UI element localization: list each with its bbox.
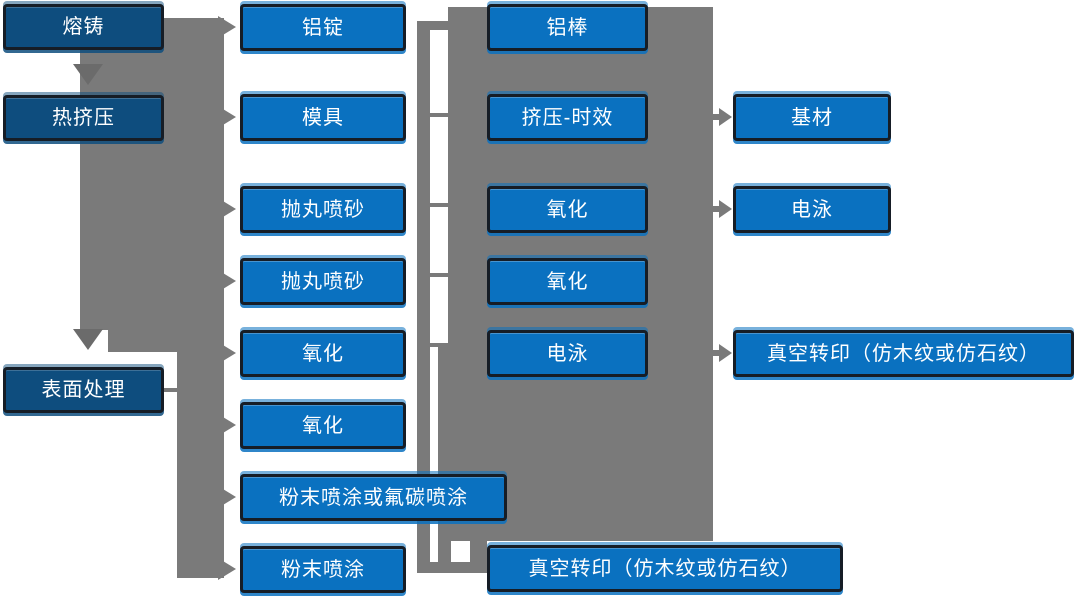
node-mold: 模具 — [240, 94, 406, 141]
arrow-to-shot-blast-2-icon — [218, 270, 236, 292]
node-substrate: 基材 — [733, 94, 891, 141]
node-vacuum-transfer-print-1: 真空转印（仿木纹或仿石纹） — [487, 545, 843, 592]
arrow-to-powder-fluorocarbon-icon — [218, 486, 236, 508]
connector-block-bottom-stub — [470, 541, 487, 566]
arrow-down-to-hot-extrusion-icon — [73, 64, 103, 85]
node-powder-coating: 粉末喷涂 — [240, 546, 406, 593]
arrow-stub-to-vacuum-transfer — [710, 350, 720, 356]
node-aluminum-rod: 铝棒 — [487, 4, 648, 51]
arrow-to-electrophoresis-icon — [719, 200, 732, 218]
connector-bus-stub-2 — [430, 203, 448, 207]
stage-melting-casting: 熔铸 — [3, 4, 164, 50]
stage-hot-extrusion: 热挤压 — [3, 95, 164, 141]
node-oxidation-3: 氧化 — [487, 186, 648, 233]
node-shot-blast-sandblast-1: 抛丸喷砂 — [240, 186, 406, 233]
connector-bus-stub-4 — [430, 343, 448, 347]
node-oxidation-4: 氧化 — [487, 258, 648, 305]
node-electrophoresis-2: 电泳 — [733, 186, 891, 233]
connector-main-blob-lower — [108, 330, 224, 352]
arrow-stub-to-electrophoresis — [710, 206, 720, 212]
arrow-to-powder-coating-icon — [218, 558, 236, 580]
arrow-to-vacuum-transfer-icon — [719, 344, 732, 362]
connector-bus-stub-1 — [430, 113, 448, 117]
connector-bottom-bar — [417, 562, 487, 573]
node-shot-blast-sandblast-2: 抛丸喷砂 — [240, 258, 406, 305]
node-aluminum-ingot: 铝锭 — [240, 4, 406, 51]
stage-surface-treatment: 表面处理 — [3, 367, 164, 413]
node-vacuum-transfer-print-2: 真空转印（仿木纹或仿石纹） — [733, 330, 1074, 377]
connector-left-tail — [177, 352, 224, 578]
connector-bus-stub-3 — [430, 273, 448, 277]
arrow-stub-to-substrate — [710, 114, 720, 120]
node-powder-or-fluorocarbon-coating: 粉末喷涂或氟碳喷涂 — [240, 474, 507, 521]
node-oxidation-1: 氧化 — [240, 330, 406, 377]
connector-surface-treatment-stub — [163, 388, 177, 392]
arrow-to-aluminum-ingot-icon — [218, 16, 236, 38]
arrow-to-oxidation-1-icon — [218, 342, 236, 364]
connector-bus-line-1 — [417, 21, 430, 573]
connector-bus-top-bar — [417, 21, 448, 30]
node-electrophoresis-1: 电泳 — [487, 330, 648, 377]
connector-main-blob — [80, 18, 224, 330]
node-oxidation-2: 氧化 — [240, 402, 406, 449]
arrow-to-oxidation-2-icon — [218, 414, 236, 436]
node-extrusion-aging: 挤压-时效 — [487, 94, 648, 141]
arrow-to-mold-icon — [218, 106, 236, 128]
arrow-to-shot-blast-1-icon — [218, 198, 236, 220]
arrow-to-substrate-icon — [719, 108, 732, 126]
arrow-down-to-surface-treatment-icon — [73, 329, 103, 350]
